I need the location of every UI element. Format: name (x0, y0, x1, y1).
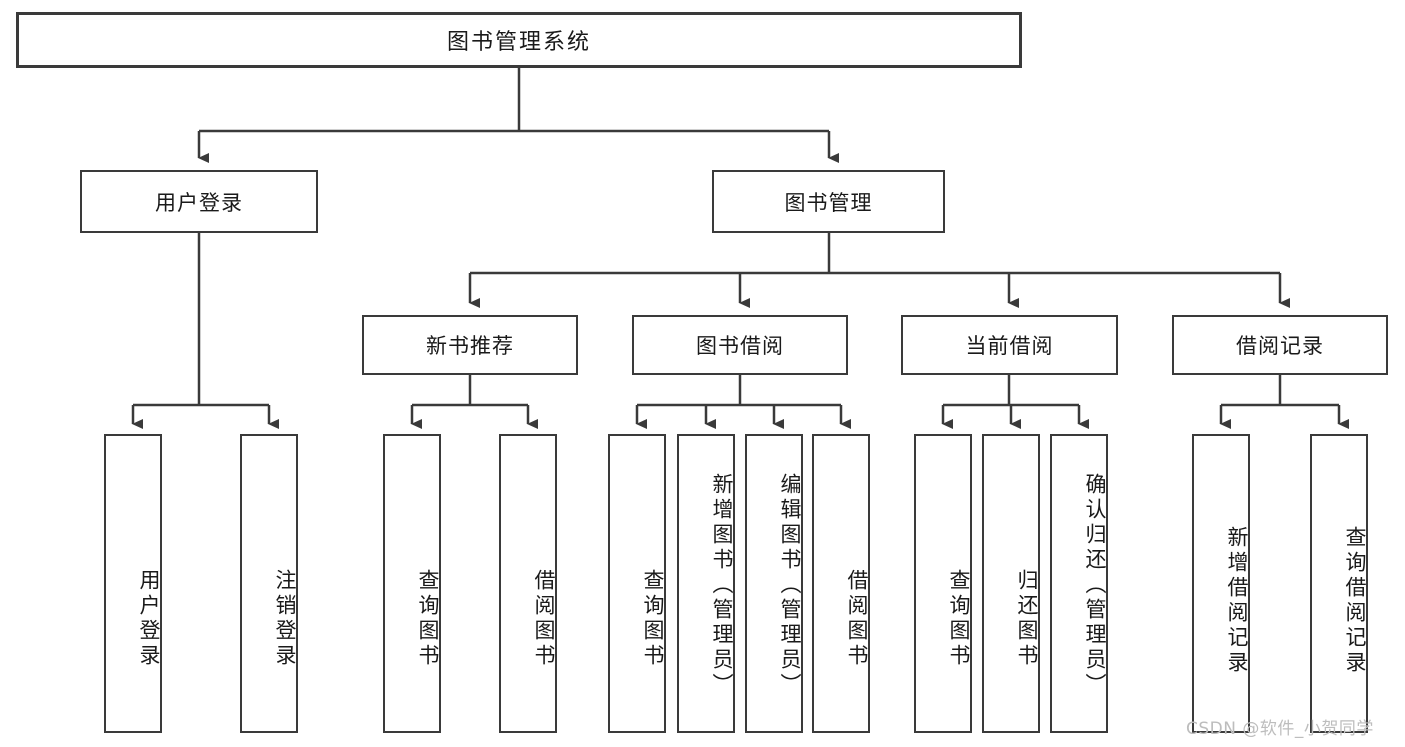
node-label: 用户登录 (137, 568, 161, 669)
node-label: 图书管理系统 (446, 30, 591, 55)
node-new-book-recommend[interactable]: 新书推荐 (362, 315, 578, 375)
node-label: 图书借阅 (696, 334, 784, 358)
node-label: 新增借阅记录 (1225, 525, 1249, 676)
leaf-recommend-query-book[interactable]: 查询图书 (383, 434, 441, 733)
leaf-current-query-book[interactable]: 查询图书 (914, 434, 972, 733)
node-label: 归还图书 (1015, 568, 1039, 669)
node-label: 新增图书（管理员） (710, 473, 734, 698)
leaf-recommend-borrow-book[interactable]: 借阅图书 (499, 434, 557, 733)
leaf-borrow-add-book-admin[interactable]: 新增图书（管理员） (677, 434, 735, 733)
node-label: 图书管理 (784, 190, 873, 215)
node-label: 用户登录 (155, 190, 243, 215)
leaf-current-return-book[interactable]: 归还图书 (982, 434, 1040, 733)
leaf-borrow-edit-book-admin[interactable]: 编辑图书（管理员） (745, 434, 803, 733)
node-label: 当前借阅 (965, 334, 1054, 358)
node-label: 确认归还（管理员） (1083, 473, 1107, 698)
node-label: 编辑图书（管理员） (778, 473, 802, 698)
leaf-user-login-signin[interactable]: 用户登录 (104, 434, 162, 733)
leaf-record-query-record[interactable]: 查询借阅记录 (1310, 434, 1368, 733)
leaf-borrow-borrow-book[interactable]: 借阅图书 (812, 434, 870, 733)
leaf-user-login-signout[interactable]: 注销登录 (240, 434, 298, 733)
leaf-current-confirm-return-admin[interactable]: 确认归还（管理员） (1050, 434, 1108, 733)
node-current-borrow[interactable]: 当前借阅 (901, 315, 1118, 375)
node-label: 查询图书 (641, 568, 665, 669)
node-label: 借阅记录 (1236, 334, 1324, 358)
node-book-borrow[interactable]: 图书借阅 (632, 315, 848, 375)
node-label: 借阅图书 (532, 568, 556, 669)
node-user-login[interactable]: 用户登录 (80, 170, 318, 233)
node-borrow-record[interactable]: 借阅记录 (1172, 315, 1388, 375)
node-label: 查询图书 (416, 568, 440, 669)
node-label: 注销登录 (273, 568, 297, 669)
leaf-record-add-record[interactable]: 新增借阅记录 (1192, 434, 1250, 733)
node-book-management[interactable]: 图书管理 (712, 170, 945, 233)
node-label: 查询借阅记录 (1343, 525, 1367, 676)
node-label: 查询图书 (947, 568, 971, 669)
node-root-system[interactable]: 图书管理系统 (16, 12, 1022, 68)
leaf-borrow-query-book[interactable]: 查询图书 (608, 434, 666, 733)
csdn-watermark: CSDN @软件_小贺同学 (1186, 719, 1374, 739)
node-label: 新书推荐 (426, 334, 514, 358)
node-label: 借阅图书 (845, 568, 869, 669)
